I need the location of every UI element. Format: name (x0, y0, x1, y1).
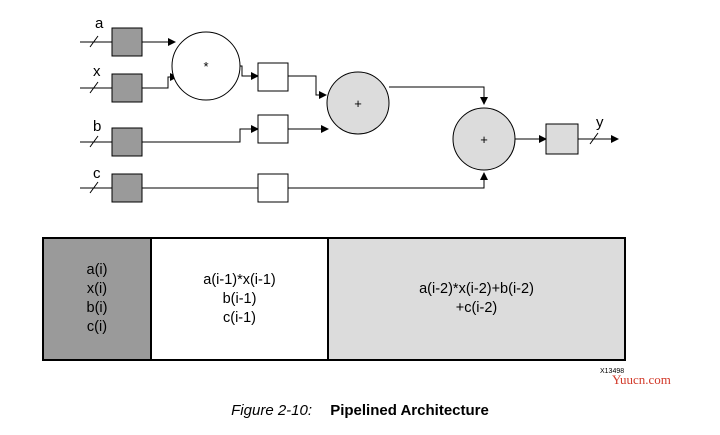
adder-1 (326, 71, 390, 135)
figure-caption: Figure 2-10: Pipelined Architecture (0, 402, 720, 419)
pipeline-stage-table: a(i) x(i) b(i) c(i) a(i-1)*x(i-1) b(i-1)… (42, 237, 626, 361)
stage-1-line: x(i) (86, 281, 108, 297)
stage-2-line: c(i-1) (222, 309, 257, 326)
output-label-y: y (596, 114, 604, 131)
pipeline-register-c1 (257, 173, 289, 203)
multiplier-output-wire (240, 65, 259, 80)
output-register (545, 123, 579, 155)
stage-3-line: +c(i-2) (455, 300, 498, 316)
input-label-x: x (93, 63, 101, 80)
caption-title: Pipelined Architecture (330, 402, 489, 419)
pipeline-diagram: a x b c * + + (80, 15, 619, 203)
input-wires (80, 35, 112, 194)
stage-2-line: b(i-1) (222, 290, 257, 307)
input-register-b (111, 127, 143, 157)
input-register-a (111, 27, 143, 57)
adder-1-symbol: + (354, 96, 362, 111)
stage-2-line: a(i-1)*x(i-1) (203, 271, 276, 288)
stage2-wires (288, 75, 488, 189)
caption-number: Figure 2-10: (231, 402, 313, 419)
input-label-c: c (93, 165, 101, 182)
pipeline-register-b (257, 114, 289, 144)
watermark: Yuucn.com (612, 372, 671, 387)
stage1-wires (142, 38, 259, 189)
stage-1-line: c(i) (86, 319, 108, 335)
stage-1-line: b(i) (86, 300, 108, 316)
input-label-a: a (95, 15, 104, 32)
adder-1-output-wire (389, 86, 488, 105)
output-bus-slash (589, 132, 599, 145)
input-register-c (111, 173, 143, 203)
stage-1-line: a(i) (86, 262, 108, 278)
stage-2-cell: a(i-1)*x(i-1) b(i-1) c(i-1) (152, 239, 329, 359)
stage-1-cell: a(i) x(i) b(i) c(i) (44, 239, 152, 359)
figure-reference-code: X13498 (600, 368, 625, 375)
adder-2-symbol: + (480, 132, 488, 147)
input-label-b: b (93, 118, 101, 135)
stage-3-line: a(i-2)*x(i-2)+b(i-2) (419, 281, 534, 297)
pipeline-register-product (257, 62, 289, 92)
multiplier-symbol: * (203, 59, 208, 74)
stage-3-cell: a(i-2)*x(i-2)+b(i-2) +c(i-2) (329, 239, 624, 359)
input-register-x (111, 73, 143, 103)
